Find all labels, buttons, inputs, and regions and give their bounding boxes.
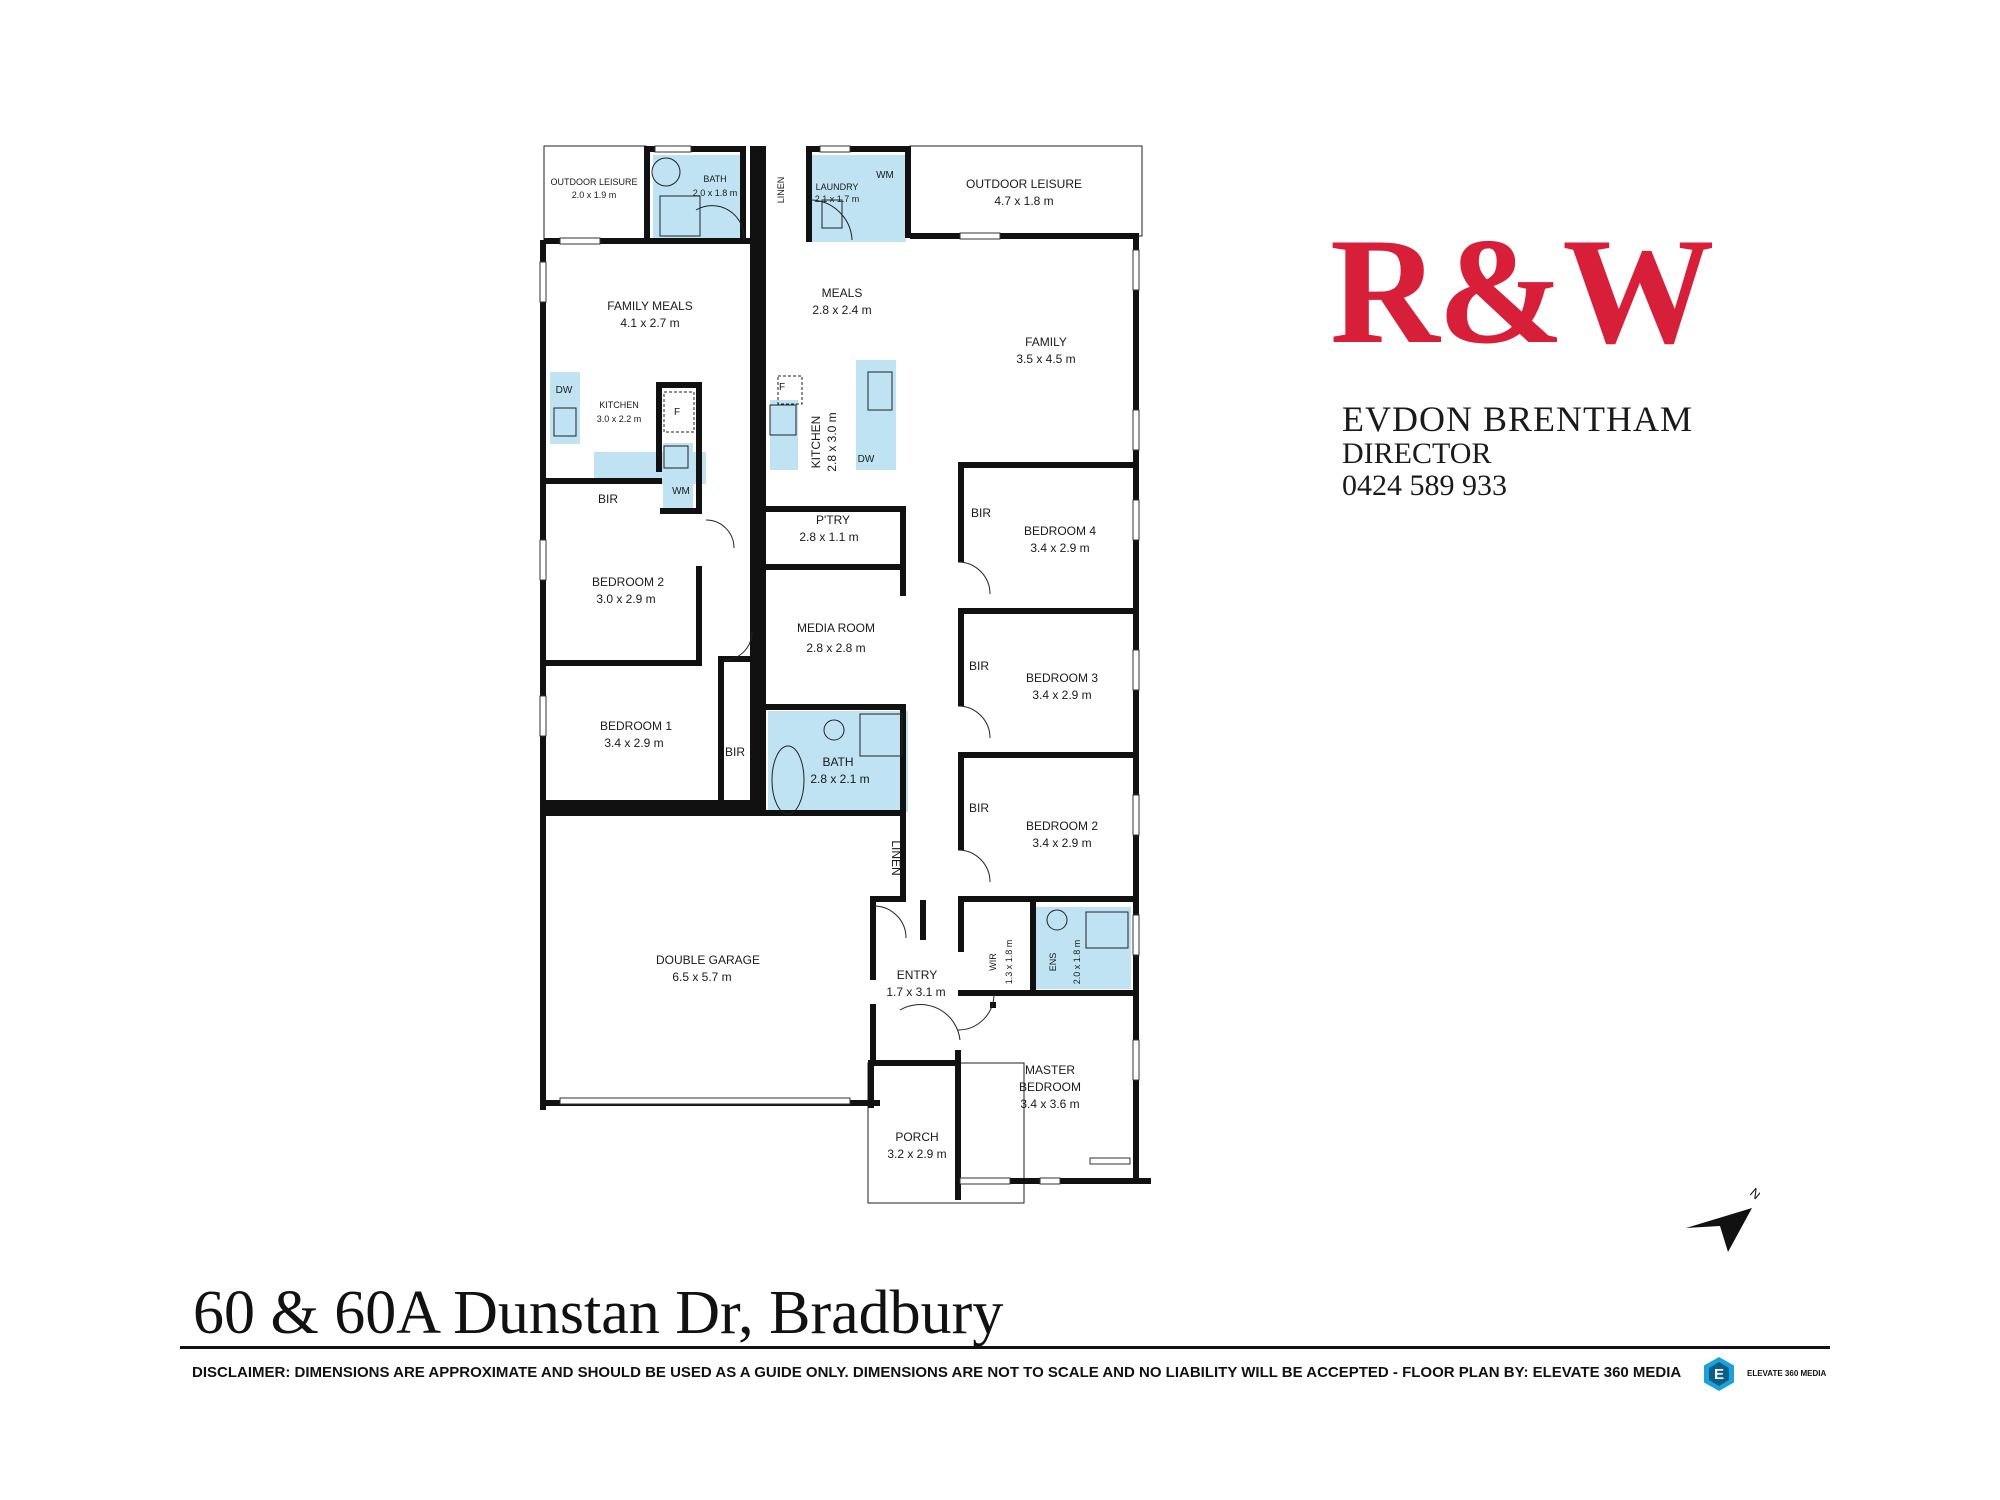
bir-bedroom3-label: BIR — [969, 659, 989, 673]
linen-mid-label: LINEN — [889, 840, 903, 875]
bedroom2-left-label: BEDROOM 2 — [592, 575, 664, 589]
property-address: 60 & 60A Dunstan Dr, Bradbury — [193, 1279, 1004, 1347]
bedroom1-size: 3.4 x 2.9 m — [604, 736, 663, 750]
compass-icon: N — [1686, 1185, 1760, 1252]
dw-left-label: DW — [556, 385, 573, 396]
agent-name: EVDON BRENTHAM — [1342, 399, 1693, 439]
outdoor-leisure-right-label: OUTDOOR LEISURE — [966, 177, 1082, 191]
agent-title: DIRECTOR — [1342, 437, 1492, 470]
meals-size: 2.8 x 2.4 m — [812, 303, 871, 317]
bedroom4-size: 3.4 x 2.9 m — [1030, 541, 1089, 555]
laundry-label: LAUNDRY — [816, 182, 859, 192]
laundry-size: 2.1 x 1.7 m — [815, 194, 860, 204]
porch-size: 3.2 x 2.9 m — [887, 1147, 946, 1161]
outdoor-leisure-right-size: 4.7 x 1.8 m — [994, 194, 1053, 208]
disclaimer-text: DISCLAIMER: DIMENSIONS ARE APPROXIMATE A… — [192, 1364, 1682, 1381]
master-bedroom-label-1: MASTER — [1025, 1063, 1075, 1077]
kitchen-left-size: 3.0 x 2.2 m — [597, 414, 642, 424]
windows — [539, 145, 1140, 1185]
media-room-size: 2.8 x 2.8 m — [806, 641, 865, 655]
double-garage-label: DOUBLE GARAGE — [656, 953, 760, 967]
fixtures — [553, 157, 1129, 949]
bath-main-size: 2.8 x 2.1 m — [810, 772, 869, 786]
porch-label: PORCH — [895, 1130, 938, 1144]
ens-label: ENS — [1048, 953, 1058, 972]
elevate-letter: E — [1714, 1366, 1724, 1383]
brand-logo: R&W — [1330, 207, 1714, 375]
bir-left-label: BIR — [598, 492, 618, 506]
family-label: FAMILY — [1025, 335, 1067, 349]
pantry-size: 2.8 x 1.1 m — [799, 530, 858, 544]
wm-left-label: WM — [672, 486, 690, 497]
elevate-logo: E ELEVATE 360 MEDIA — [1703, 1356, 1913, 1394]
outdoor-leisure-left-label: OUTDOOR LEISURE — [550, 177, 637, 187]
kitchen-right-size: 2.8 x 3.0 m — [825, 412, 839, 471]
kitchen-right-label: KITCHEN — [809, 416, 823, 469]
linen-top-label: LINEN — [776, 177, 786, 204]
bedroom4-label: BEDROOM 4 — [1024, 524, 1096, 538]
fridge-left-label: F — [674, 407, 680, 418]
family-meals-label: FAMILY MEALS — [607, 299, 693, 313]
bir-bedroom4-label: BIR — [971, 506, 991, 520]
dw-right-label: DW — [858, 454, 875, 465]
wir-label: WIR — [988, 953, 998, 971]
door-swings — [695, 199, 995, 1041]
entry-label: ENTRY — [897, 968, 937, 982]
bath-top-size: 2.0 x 1.8 m — [693, 188, 738, 198]
bedroom2-left-size: 3.0 x 2.9 m — [596, 592, 655, 606]
family-meals-size: 4.1 x 2.7 m — [620, 316, 679, 330]
bedroom2-right-size: 3.4 x 2.9 m — [1032, 836, 1091, 850]
compass-label: N — [1747, 1185, 1760, 1203]
walls — [540, 146, 1151, 1200]
bedroom3-label: BEDROOM 3 — [1026, 671, 1098, 685]
entry-size: 1.7 x 3.1 m — [886, 985, 945, 999]
wet-areas — [550, 155, 1131, 989]
elevate-hex-icon: E — [1704, 1357, 1734, 1391]
elevate-text: ELEVATE 360 MEDIA — [1747, 1369, 1827, 1378]
kitchen-left-label: KITCHEN — [599, 400, 639, 410]
bedroom2-right-label: BEDROOM 2 — [1026, 819, 1098, 833]
double-garage-size: 6.5 x 5.7 m — [672, 970, 731, 984]
room-labels: OUTDOOR LEISURE 2.0 x 1.9 m BATH 2.0 x 1… — [550, 170, 1098, 1161]
wir-size: 1.3 x 1.8 m — [1004, 940, 1014, 985]
bath-main-label: BATH — [822, 755, 853, 769]
meals-label: MEALS — [822, 286, 863, 300]
pantry-label: P'TRY — [816, 513, 850, 527]
agent-phone: 0424 589 933 — [1342, 469, 1507, 502]
outdoor-leisure-left-size: 2.0 x 1.9 m — [572, 190, 617, 200]
divider — [180, 1346, 1830, 1349]
bir-bedroom2-right-label: BIR — [969, 801, 989, 815]
family-size: 3.5 x 4.5 m — [1016, 352, 1075, 366]
bedroom3-size: 3.4 x 2.9 m — [1032, 688, 1091, 702]
ens-size: 2.0 x 1.8 m — [1072, 940, 1082, 985]
media-room-label: MEDIA ROOM — [797, 621, 875, 635]
fridge-right-label: F — [779, 382, 785, 393]
master-bedroom-size: 3.4 x 3.6 m — [1020, 1097, 1079, 1111]
bedroom1-label: BEDROOM 1 — [600, 719, 672, 733]
bath-top-label: BATH — [703, 174, 726, 184]
bir-bedroom1-label: BIR — [725, 745, 745, 759]
wm-laundry-label: WM — [876, 170, 894, 181]
master-bedroom-label-2: BEDROOM — [1019, 1080, 1081, 1094]
